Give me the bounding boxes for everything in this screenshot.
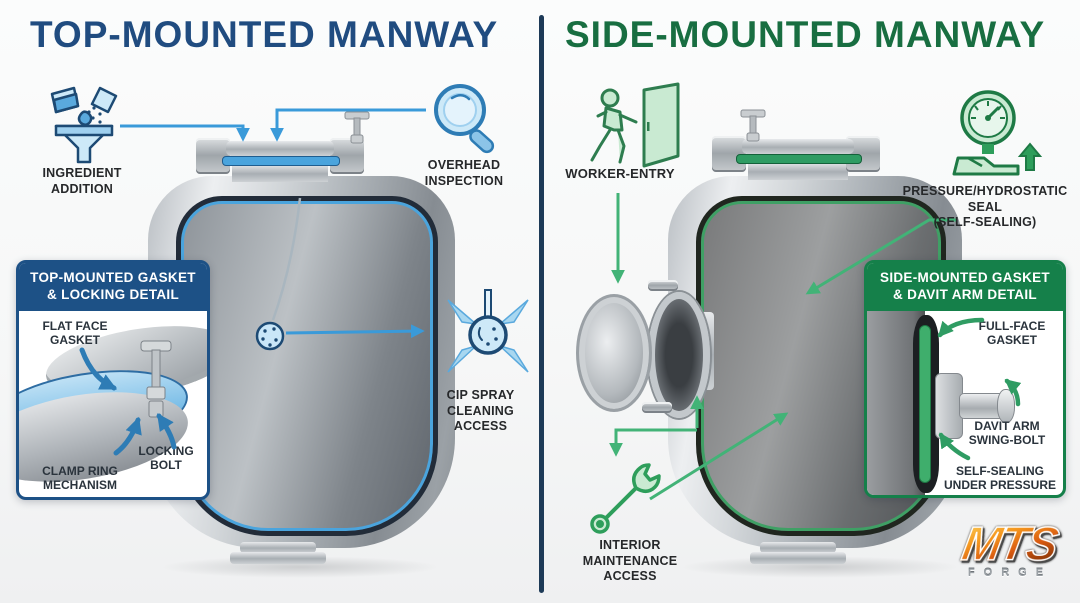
worker-entry-label: WORKER-ENTRY [565, 166, 675, 181]
interior-maintenance-label: INTERIOR MAINTENANCE ACCESS [582, 538, 678, 584]
side-manway-door-disc [576, 294, 652, 412]
brand-logo: MTS FORGE [942, 516, 1078, 579]
side-manway-hinge-bottom [642, 402, 672, 413]
self-sealing-label: SELF-SEALING UNDER PRESSURE [943, 463, 1057, 493]
left-manway-neck [232, 164, 328, 182]
left-manway-lid [226, 141, 334, 156]
top-gasket-detail-header: TOP-MOUNTED GASKET & LOCKING DETAIL [19, 263, 207, 311]
wrench-icon [590, 463, 661, 534]
brand-logo-mts: MTS [958, 516, 1062, 571]
right-tank-outlet-flange-bottom [750, 552, 846, 564]
ingredient-addition-label: INGREDIENT ADDITION [42, 166, 122, 196]
side-gasket-detail-box: SIDE-MOUNTED GASKET & DAVIT ARM DETAIL F… [864, 260, 1066, 498]
left-manway-gasket-blue [222, 156, 340, 166]
left-tank-outlet-flange-top [240, 542, 316, 553]
top-gasket-detail-box: TOP-MOUNTED GASKET & LOCKING DETAIL FLAT… [16, 260, 210, 500]
side-manway-open-ring [648, 292, 710, 418]
overhead-inspection-label: OVERHEAD INSPECTION [424, 158, 504, 188]
detail-swing-bolt-head [997, 388, 1015, 423]
funnel-icon [50, 86, 118, 164]
clamp-ring-mechanism-label: CLAMP RING MECHANISM [42, 463, 118, 493]
page-title-side-mounted: SIDE-MOUNTED MANWAY [565, 14, 1046, 55]
pressure-seal-label: PRESSURE/HYDROSTATIC SEAL (SELF-SEALING) [902, 184, 1068, 230]
flat-face-gasket-label: FLAT FACE GASKET [42, 318, 108, 348]
detail-locking-bolt-icon [140, 340, 172, 418]
worker-entry-icon [590, 82, 680, 168]
right-manway-neck [748, 162, 848, 180]
cip-spray-icon [447, 289, 529, 373]
side-manway-hinge-top [648, 280, 678, 291]
side-gasket-detail-header: SIDE-MOUNTED GASKET & DAVIT ARM DETAIL [867, 263, 1063, 311]
davit-arm-swing-bolt-label: DAVIT ARM SWING-BOLT [968, 418, 1046, 448]
left-tank-outlet-flange-bottom [230, 552, 326, 564]
top-gasket-detail-illustration: FLAT FACE GASKET CLAMP RING MECHANISM LO… [19, 311, 207, 497]
full-face-gasket-label: FULL-FACE GASKET [978, 318, 1046, 348]
pressure-gauge-icon [952, 90, 1043, 176]
right-manway-gasket-green [736, 154, 862, 164]
left-tank-cutaway-interior [176, 196, 438, 536]
side-gasket-detail-illustration: FULL-FACE GASKET DAVIT ARM SWING-BOLT SE… [867, 310, 1063, 495]
detail-full-face-gasket-strip [919, 324, 931, 483]
locking-bolt-label: LOCKING BOLT [138, 443, 194, 473]
cip-spray-access-label: CIP SPRAY CLEANING ACCESS [446, 388, 515, 434]
right-manway-lid [742, 139, 854, 154]
page-title-top-mounted: TOP-MOUNTED MANWAY [30, 14, 499, 55]
magnifier-icon [434, 84, 495, 154]
spray-ball-in-tank-icon [255, 321, 285, 351]
right-tank-outlet-flange-top [760, 542, 836, 553]
right-clamp-tbolt-icon [740, 109, 766, 142]
panel-divider [539, 15, 544, 593]
brand-logo-forge: FORGE [967, 567, 1053, 579]
left-clamp-tbolt-icon [344, 111, 370, 144]
